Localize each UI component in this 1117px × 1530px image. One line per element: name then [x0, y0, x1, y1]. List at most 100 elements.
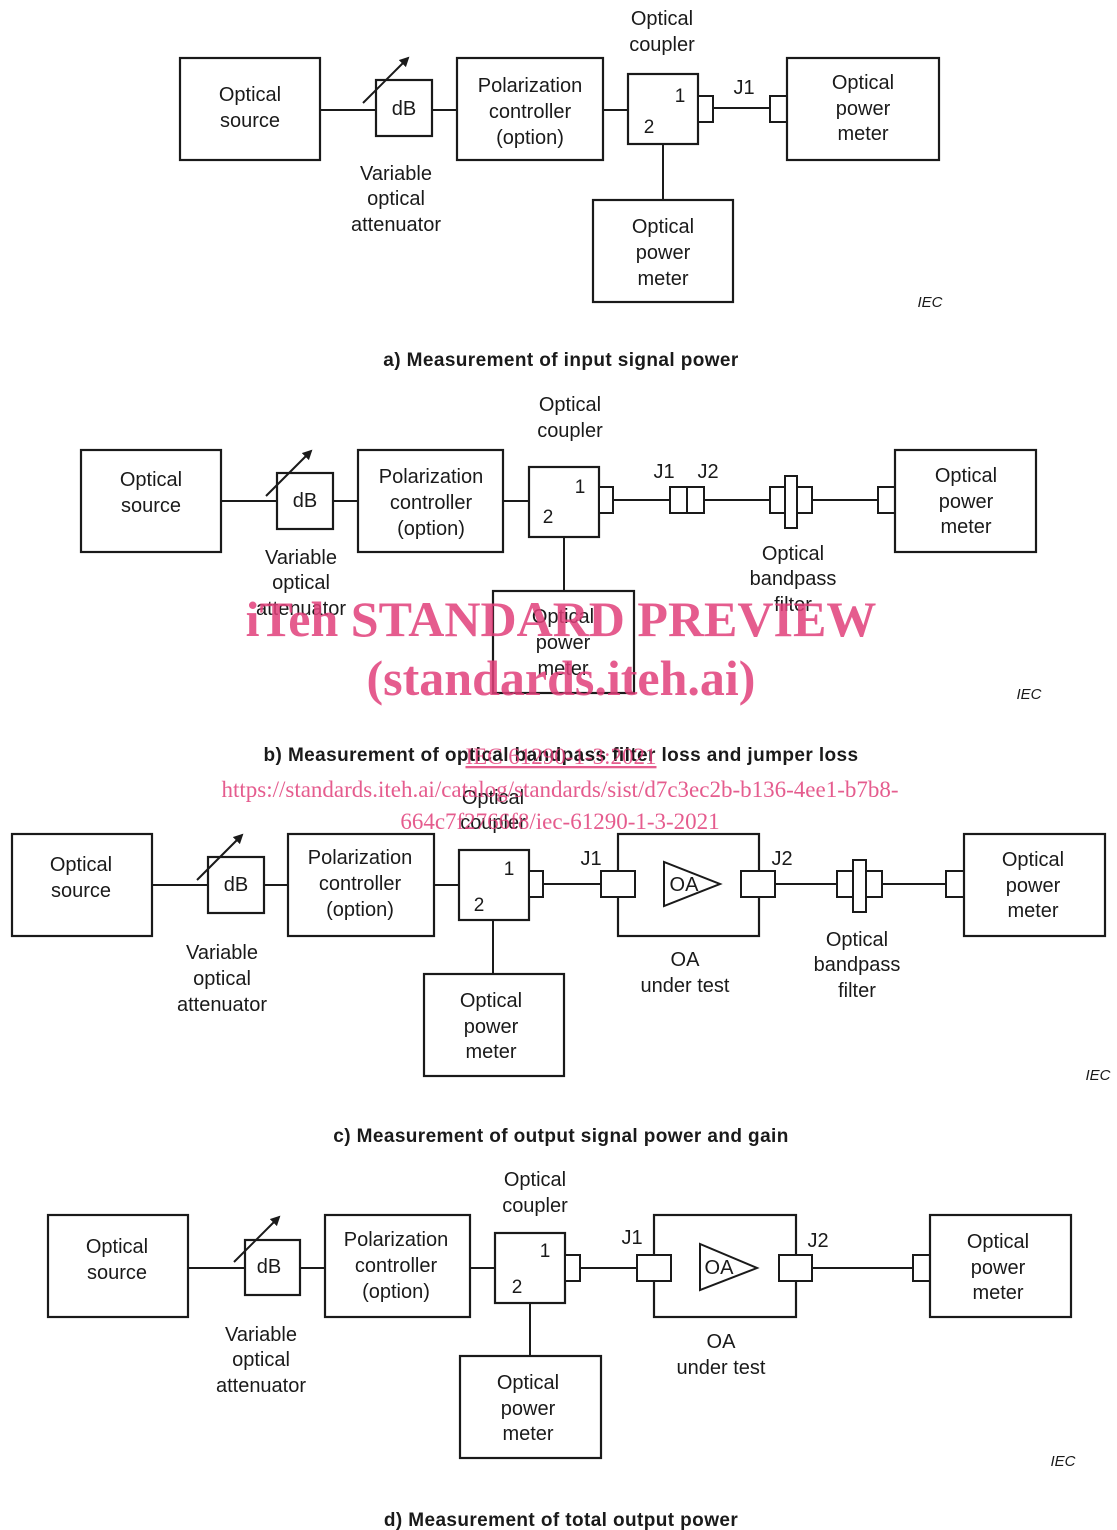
box-label: (option) [362, 1281, 430, 1303]
attenuator-label: optical [232, 1349, 290, 1371]
optical-bandpass-filter: Optical bandpass filter [750, 475, 837, 616]
connector-icon [945, 870, 965, 898]
optical-bandpass-filter: Optical bandpass filter [814, 859, 901, 1002]
box-label: power [501, 1398, 556, 1420]
connector-icon [669, 486, 688, 514]
jumper-j1-label: J1 [653, 461, 674, 483]
adjust-arrow-icon [362, 56, 410, 104]
box-label: power [1006, 875, 1061, 897]
caption-c: c) Measurement of output signal power an… [333, 1126, 788, 1147]
connector-icon [598, 486, 614, 514]
jumper-j2-label: J2 [771, 848, 792, 870]
box-label: Optical [935, 465, 997, 487]
box-label: controller [355, 1255, 438, 1277]
box-label: (option) [496, 127, 564, 149]
attenuator-db-label: dB [257, 1256, 281, 1278]
box-label: Polarization [308, 847, 413, 869]
box-label: Polarization [344, 1229, 449, 1251]
filter-label: bandpass [750, 568, 837, 590]
caption-a: a) Measurement of input signal power [383, 350, 739, 371]
port-2-label: 2 [644, 117, 655, 138]
watermark-standard-id: IEC 61290-1-3:2021 [465, 744, 656, 769]
port-2-label: 2 [543, 507, 554, 528]
attenuator-label: optical [367, 188, 425, 210]
attenuator-label: optical [193, 968, 251, 990]
box-label: Optical [120, 469, 182, 491]
port-2-label: 2 [512, 1277, 523, 1298]
polarization-controller-box: Polarization controller (option) [323, 1213, 472, 1319]
optical-coupler: Optical coupler 1 2 [457, 787, 544, 922]
jumper-connector-pair: J1 J2 [653, 461, 719, 514]
box-label: meter [1007, 900, 1058, 922]
oa-symbol-label: OA [705, 1257, 735, 1279]
variable-optical-attenuator: dB Variable optical attenuator [256, 449, 346, 620]
coupler-label: coupler [502, 1195, 568, 1217]
optical-power-meter-box: Optical power meter [912, 1213, 1073, 1319]
diagram-c: Optical source dB Variable optical atten… [10, 787, 1111, 1147]
box-label: meter [837, 123, 888, 145]
filter-element-icon [852, 859, 867, 913]
iec-mark: IEC [1016, 686, 1041, 703]
filter-element-icon [784, 475, 798, 529]
amplifier-triangle-icon [663, 860, 723, 908]
port-1-label: 1 [540, 1241, 551, 1262]
port-1-label: 1 [504, 859, 515, 880]
jumper-j1-label: J1 [621, 1227, 642, 1249]
diagram-d: Optical source dB Variable optical atten… [46, 1169, 1076, 1530]
filter-label: filter [774, 594, 812, 616]
connector-icon [912, 1254, 931, 1282]
optical-power-meter-box: Optical power meter [491, 589, 636, 695]
box-label: meter [465, 1041, 516, 1063]
polarization-controller-box: Polarization controller (option) [455, 56, 605, 162]
optical-power-meter-box: Optical power meter [877, 448, 1038, 554]
connector-icon [769, 486, 786, 514]
connector-icon [697, 95, 714, 123]
box-label: power [464, 1016, 519, 1038]
coupler-label: Optical [631, 8, 693, 30]
watermark-url: https://standards.iteh.ai/catalog/standa… [221, 777, 898, 802]
oa-label: under test [677, 1357, 766, 1379]
polarization-controller-box: Polarization controller (option) [286, 832, 436, 938]
connector-icon [686, 486, 705, 514]
iec-mark: IEC [1085, 1067, 1110, 1084]
coupler-label: coupler [460, 812, 526, 834]
optical-power-meter-box: Optical power meter [458, 1354, 603, 1460]
filter-label: Optical [826, 929, 888, 951]
oa-under-test: OA OA under test [636, 1213, 813, 1379]
iec-mark: IEC [1050, 1453, 1075, 1470]
connector-icon [836, 870, 854, 898]
attenuator-label: Variable [186, 942, 258, 964]
box-label: source [220, 110, 280, 132]
box-label: meter [537, 658, 588, 680]
variable-optical-attenuator: dB Variable optical attenuator [351, 56, 441, 236]
filter-label: bandpass [814, 954, 901, 976]
oa-label: under test [641, 975, 730, 997]
attenuator-db-label: dB [392, 98, 416, 120]
oa-symbol-label: OA [670, 874, 700, 896]
connector-icon [600, 870, 636, 898]
optical-coupler: Optical coupler 1 2 [626, 8, 714, 146]
box-label: Optical [460, 990, 522, 1012]
box-label: controller [390, 492, 473, 514]
box-label: Polarization [478, 75, 583, 97]
adjust-arrow-icon [233, 1215, 281, 1263]
coupler-label: Optical [504, 1169, 566, 1191]
iec-mark: IEC [917, 294, 942, 311]
diagram-a: Optical source dB Variable optical atten… [178, 8, 943, 371]
attenuator-label: Variable [225, 1324, 297, 1346]
box-label: Optical [532, 606, 594, 628]
variable-optical-attenuator: dB Variable optical attenuator [216, 1215, 306, 1397]
adjust-arrow-icon [265, 449, 313, 497]
box-label: power [836, 98, 891, 120]
connector-icon [769, 95, 788, 123]
attenuator-label: optical [272, 572, 330, 594]
watermark-url: 664c7f2766f8/iec-61290-1-3-2021 [400, 809, 719, 834]
box-label: source [87, 1262, 147, 1284]
box-label: Optical [219, 84, 281, 106]
jumper-j1-label: J1 [580, 848, 601, 870]
coupler-label: coupler [537, 420, 603, 442]
optical-source-box: Optical source [10, 832, 154, 938]
attenuator-label: Variable [360, 163, 432, 185]
coupler-label: coupler [629, 34, 695, 56]
connector-icon [877, 486, 896, 514]
